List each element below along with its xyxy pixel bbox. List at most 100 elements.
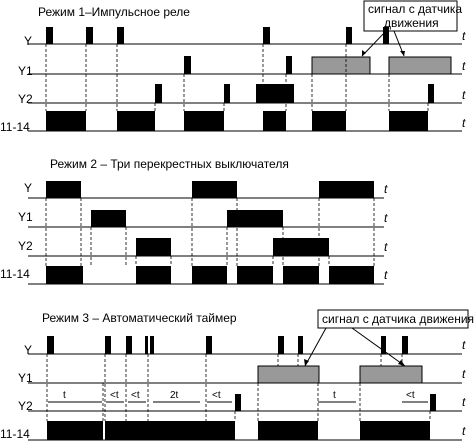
mode2-output-pulse [46,266,83,284]
mode3-label-y: Y [24,343,32,357]
mode1-y2-pulse [428,84,434,103]
mode3-y2-pulse [430,394,436,411]
mode3-y-pulse [47,336,54,354]
mode3-t-y: t [462,338,466,352]
mode3-y2-pulse [235,394,241,411]
mode2-output-pulse [283,266,319,284]
mode3-intervals: t <t <t 2t <t t <t [48,390,428,403]
mode3-y-pulse [278,336,284,354]
mode1-y2-pulse [256,84,294,103]
mode1-y1-sensor-signal [388,56,452,75]
mode1-output-pulse [389,111,428,131]
mode1-t-11-14: t [462,116,466,130]
mode2-output-pulse [329,266,374,284]
mode3-output-pulse [360,421,430,440]
mode1-title: Режим 1–Импульсное реле [38,5,190,19]
mode1-y2-pulse [224,84,230,103]
mode1-section: Режим 1–Импульсное реле Y Y1 Y2 11-14 t … [0,0,466,134]
mode3-y-pulse [126,336,132,354]
mode1-output-pulse [117,111,155,131]
mode1-note-box [363,0,458,32]
mode2-section: Режим 2 – Три перекрестных выключателя Y… [0,157,388,285]
mode3-interval-label: <t [406,390,415,401]
mode2-label-y1: Y1 [18,210,33,224]
mode1-y1-pulse [286,56,292,74]
mode2-y-pulse [192,181,237,198]
mode1-output-pulse [263,111,286,131]
mode3-y1-sensor-signal [257,365,320,384]
mode1-note-arrow [361,30,387,57]
mode1-output-pulse [312,111,346,131]
mode1-y-pulse [117,27,124,44]
mode2-y-pulse [46,181,81,198]
mode1-y-pulse [346,27,352,44]
mode1-guides [45,44,429,111]
mode3-guides [46,354,431,421]
mode2-label-11-14: 11-14 [0,267,30,281]
mode2-title: Режим 2 – Три перекрестных выключателя [50,157,289,171]
mode1-note-line1: сигнал с датчика [368,2,462,16]
mode3-y-pulse [206,336,212,354]
mode3-t-11-14: t [462,424,466,438]
mode2-t-y2: t [384,240,388,254]
mode3-y-pulse [105,336,111,354]
mode3-note-box [317,309,469,329]
mode1-t-y1: t [462,59,466,73]
mode3-interval-label: <t [131,390,140,401]
mode1-label-y: Y [24,34,32,48]
mode3-note-arrow [304,327,327,367]
mode3-output-pulse [47,421,103,440]
mode3-interval-label: t [63,390,66,401]
mode3-t-y1: t [462,367,466,381]
mode2-y2-pulse [273,238,329,256]
mode3-section: Режим 3 – Автоматический таймер Y Y1 Y2 … [0,309,474,441]
mode1-y-pulse [46,27,53,44]
mode3-output-pulse [105,421,235,440]
mode1-y2-pulse [155,84,162,103]
mode2-output-pulse [136,266,171,284]
mode3-output-pulse [258,421,318,440]
mode3-interval-label: <t [212,390,221,401]
mode2-t-y1: t [384,211,388,225]
mode2-output-pulse [192,266,227,284]
mode2-label-y2: Y2 [18,239,33,253]
mode3-t-y2: t [462,395,466,409]
mode3-label-11-14: 11-14 [0,427,30,441]
mode1-label-11-14: 11-14 [0,120,30,134]
mode2-t-11-14: t [384,268,388,282]
mode3-interval-label: 2t [170,390,179,401]
mode1-y1-pulse [184,56,191,74]
mode1-label-y2: Y2 [18,92,33,106]
mode2-y1-pulse [91,210,126,227]
mode3-y-pulse [381,336,386,354]
mode3-y-pulse [145,336,148,354]
mode2-y-pulse [319,181,374,198]
mode3-y-pulse [150,336,154,354]
mode3-label-y2: Y2 [18,399,33,413]
mode3-note-arrow [351,327,406,367]
mode2-y2-pulse [136,238,171,256]
mode1-y-pulse [383,27,389,44]
mode3-y-pulse [402,336,408,354]
mode3-interval-label: <t [110,390,119,401]
mode3-title: Режим 3 – Автоматический таймер [42,311,237,325]
mode1-output-pulse [184,111,224,131]
mode3-note: сигнал с датчика движения [322,312,474,326]
mode1-t-y2: t [462,88,466,102]
mode1-note-line2: движения [384,16,439,30]
mode3-label-y1: Y1 [18,371,33,385]
mode2-t-y: t [384,182,388,196]
mode2-label-y: Y [24,181,32,195]
mode1-y-pulse [263,27,270,44]
mode1-t-y: t [462,29,466,43]
mode1-y-pulse [86,27,93,44]
mode3-y-pulse [298,336,303,354]
mode2-guides [45,198,375,266]
mode2-output-pulse [237,266,273,284]
mode1-output-pulse [46,111,86,131]
mode1-label-y1: Y1 [18,64,33,78]
mode2-y1-pulse [227,210,283,227]
mode1-y1-sensor-signal [311,56,371,75]
mode3-interval-label: t [333,390,336,401]
